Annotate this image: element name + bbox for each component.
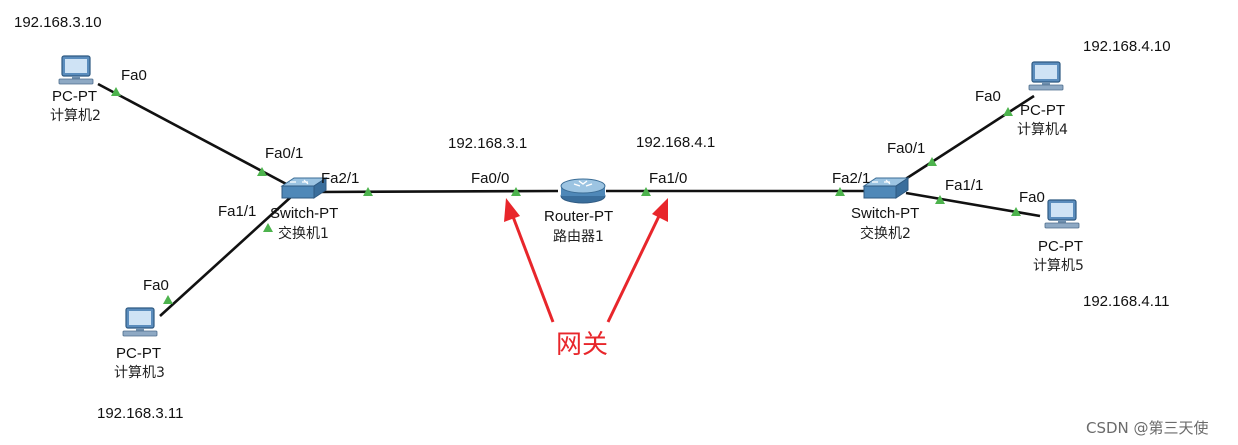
gateway-arrowhead-right bbox=[652, 198, 668, 222]
pc-icon[interactable] bbox=[1028, 61, 1064, 91]
links bbox=[97, 82, 1041, 317]
link-switch1-router1[interactable] bbox=[317, 189, 559, 194]
port-label: Fa0/1 bbox=[887, 140, 925, 157]
ip-address-label: 192.168.3.11 bbox=[97, 405, 183, 422]
port-label: Fa0 bbox=[121, 67, 147, 84]
link-pc3-switch1[interactable] bbox=[159, 195, 293, 317]
port-label: Fa2/1 bbox=[321, 170, 359, 187]
device-name-label: 计算机4 bbox=[1017, 122, 1068, 138]
device-pc5[interactable]: PC-PT 计算机5 192.168.4.11 Fa0 bbox=[1019, 189, 1169, 310]
link-switch2-pc4[interactable] bbox=[903, 94, 1035, 182]
port-label: Fa1/1 bbox=[218, 203, 256, 220]
device-type-label: Switch-PT bbox=[270, 205, 338, 222]
gateway-arrowhead-left bbox=[504, 198, 520, 222]
router-icon[interactable] bbox=[560, 178, 606, 204]
gateway-label: 网关 bbox=[556, 330, 608, 360]
device-type-label: PC-PT bbox=[52, 88, 97, 105]
device-type-label: Router-PT bbox=[544, 208, 613, 225]
gateway-arrow-right bbox=[606, 213, 662, 323]
ip-address-label: 192.168.3.10 bbox=[14, 14, 102, 31]
ip-address-label: 192.168.4.11 bbox=[1083, 293, 1169, 310]
device-name-label: 路由器1 bbox=[553, 229, 604, 245]
watermark: CSDN @第三天使 bbox=[1086, 419, 1209, 437]
ip-address-label: 192.168.4.10 bbox=[1083, 38, 1171, 55]
device-type-label: Switch-PT bbox=[851, 205, 919, 222]
port-label: Fa2/1 bbox=[832, 170, 870, 187]
device-type-label: PC-PT bbox=[116, 345, 161, 362]
port-label: Fa0/0 bbox=[471, 170, 509, 187]
pc-icon[interactable] bbox=[1044, 199, 1080, 229]
up-marker bbox=[163, 295, 173, 304]
device-pc3[interactable]: PC-PT 计算机3 192.168.3.11 Fa0 bbox=[97, 277, 183, 422]
device-type-label: PC-PT bbox=[1020, 102, 1065, 119]
device-name-label: 交换机1 bbox=[278, 225, 329, 242]
device-name-label: 计算机2 bbox=[50, 108, 101, 124]
up-marker bbox=[263, 223, 273, 232]
port-label: Fa0 bbox=[143, 277, 169, 294]
ip-address-label: 192.168.4.1 bbox=[636, 134, 715, 151]
pc-icon[interactable] bbox=[122, 307, 158, 337]
port-label: Fa1/1 bbox=[945, 177, 983, 194]
port-label: Fa0 bbox=[975, 88, 1001, 105]
port-label: Fa0 bbox=[1019, 189, 1045, 206]
device-name-label: 计算机5 bbox=[1033, 258, 1084, 274]
device-type-label: PC-PT bbox=[1038, 238, 1083, 255]
device-switch2[interactable]: Switch-PT 交换机2 Fa0/1 Fa1/1 Fa2/1 bbox=[832, 140, 983, 242]
device-pc4[interactable]: PC-PT 计算机4 192.168.4.10 Fa0 bbox=[975, 38, 1171, 138]
device-switch1[interactable]: Switch-PT 交换机1 Fa0/1 Fa1/1 Fa2/1 bbox=[218, 145, 359, 242]
switch-icon[interactable] bbox=[863, 177, 909, 199]
link-pc2-switch1[interactable] bbox=[97, 82, 291, 188]
gateway-arrow-left bbox=[510, 213, 555, 323]
device-router1[interactable]: Router-PT 路由器1 192.168.3.1 Fa0/0 192.168… bbox=[448, 134, 715, 245]
port-label: Fa1/0 bbox=[649, 170, 687, 187]
switch-icon[interactable] bbox=[281, 177, 327, 199]
device-pc2[interactable]: PC-PT 计算机2 192.168.3.10 Fa0 bbox=[14, 14, 147, 124]
port-label: Fa0/1 bbox=[265, 145, 303, 162]
gateway-annotation: 网关 bbox=[504, 198, 668, 360]
pc-icon[interactable] bbox=[58, 55, 94, 85]
ip-address-label: 192.168.3.1 bbox=[448, 135, 527, 152]
device-name-label: 交换机2 bbox=[860, 225, 911, 242]
device-name-label: 计算机3 bbox=[114, 365, 165, 381]
